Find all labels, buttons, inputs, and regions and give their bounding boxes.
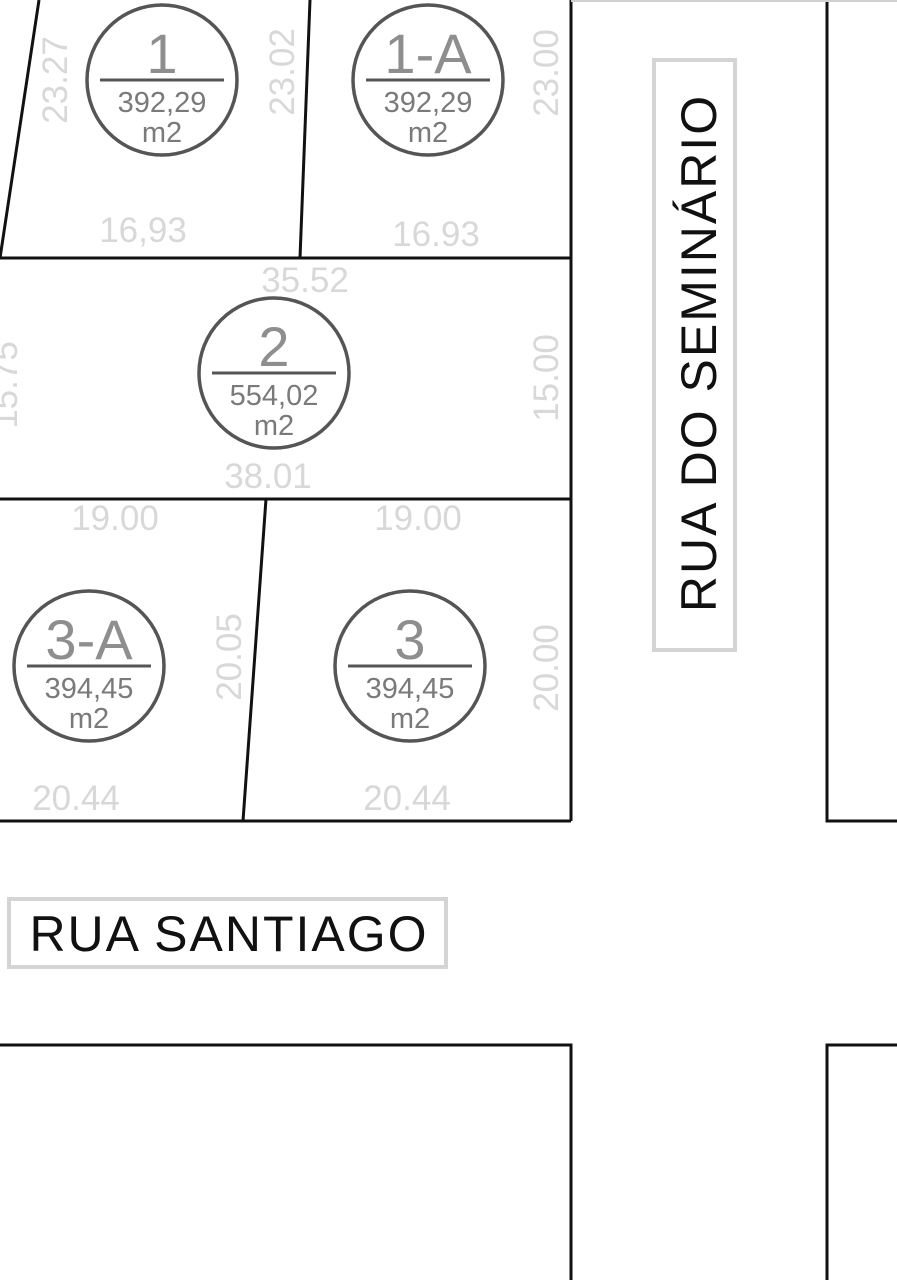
lot-number: 2 — [258, 315, 289, 378]
lot-area-unit: m2 — [390, 703, 430, 735]
lot-badge-1a: 1-A 392,29 m2 — [351, 3, 505, 157]
street-label-santiago: RUA SANTIAGO — [7, 897, 448, 969]
dim-lot2-right: 15.00 — [527, 334, 566, 422]
dim-lot3-top: 19.00 — [374, 499, 462, 538]
dim-lot2-top: 35.52 — [261, 261, 349, 300]
street-name: RUA DO SEMINÁRIO — [671, 94, 727, 612]
lot-area-unit: m2 — [69, 703, 109, 735]
dim-lot1a-right: 23.00 — [527, 29, 566, 117]
lot-number: 1 — [146, 22, 177, 85]
dim-lot3a-right: 20.05 — [210, 613, 249, 701]
lot-number: 3 — [394, 608, 425, 671]
right-block-outline — [825, 0, 897, 823]
lot1-left-edge — [0, 0, 41, 259]
dim-lot2-bottom: 38.01 — [224, 457, 312, 496]
lot-badge-3a: 3-A 394,45 m2 — [12, 589, 166, 743]
lot-area: 394,45 — [366, 673, 455, 705]
lot-badge-3: 3 394,45 m2 — [333, 589, 487, 743]
lot3a-lot3-divider — [241, 498, 268, 822]
street-label-box — [652, 58, 737, 652]
lot-number: 3-A — [45, 608, 133, 671]
dim-lot1-right: 23.02 — [263, 28, 302, 116]
street-name: RUA SANTIAGO — [29, 906, 428, 962]
street-label-box — [7, 897, 448, 969]
dimensions: 23.27 23.02 16,93 23.00 16.93 35.52 15.7… — [0, 28, 566, 818]
lot-area: 394,45 — [45, 673, 134, 705]
dim-lot1a-bottom: 16.93 — [392, 215, 480, 254]
lot-number: 1-A — [384, 22, 472, 85]
dim-lot1-bottom: 16,93 — [99, 211, 187, 250]
lot-area-unit: m2 — [142, 117, 182, 149]
street-label-seminario: RUA DO SEMINÁRIO — [652, 58, 737, 652]
lower-right-block-outline — [825, 1043, 897, 1280]
dim-lot3a-top: 19.00 — [71, 499, 159, 538]
lot-area: 392,29 — [118, 87, 207, 119]
lot1-lot1a-divider — [298, 0, 312, 259]
dim-lot3a-bottom: 20.44 — [32, 779, 120, 818]
dim-lot3-right: 20.00 — [527, 624, 566, 712]
lower-block-outline — [0, 1043, 573, 1280]
lot-area: 554,02 — [230, 380, 319, 412]
dim-lot3-bottom: 20.44 — [363, 779, 451, 818]
lot-area-unit: m2 — [254, 410, 294, 442]
lot-badge-1: 1 392,29 m2 — [85, 3, 239, 157]
lot-area: 392,29 — [384, 87, 473, 119]
dim-lot1-left: 23.27 — [36, 36, 75, 124]
dim-lot2-left: 15.75 — [0, 341, 25, 429]
lot-badge-2: 2 554,02 m2 — [197, 296, 351, 450]
lot-area-unit: m2 — [408, 117, 448, 149]
